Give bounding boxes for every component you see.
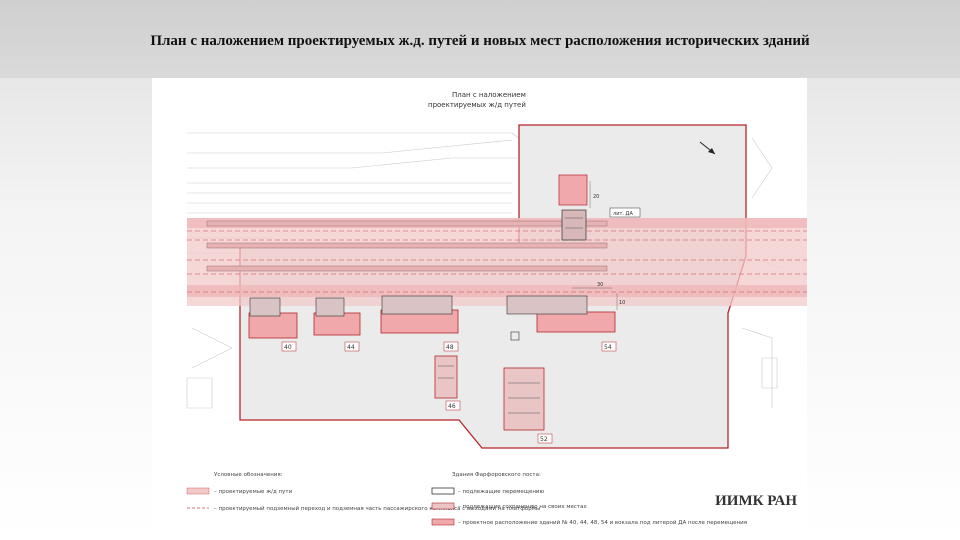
label-46: 46 xyxy=(448,403,456,410)
building-54 xyxy=(536,311,616,333)
slide-title: План с наложением проектируемых ж.д. пут… xyxy=(150,33,810,49)
dimension-marks: 20 30 10 xyxy=(572,181,625,310)
station-building-lit-da: лит. ДА xyxy=(558,174,641,241)
north-arrow-icon xyxy=(699,141,716,155)
plan-heading-line2: проектируемых ж/д путей xyxy=(428,101,526,109)
relocated-buildings xyxy=(248,295,616,341)
label-40: 40 xyxy=(284,344,292,351)
site-plan-svg: лит. ДА 40 44 xyxy=(186,91,807,526)
label-52: 52 xyxy=(540,436,548,443)
platforms xyxy=(206,220,608,272)
track-dashed-lines xyxy=(187,230,807,293)
building-52 xyxy=(503,367,545,431)
legend-item-underpass: – проектируемый подземный переход и подз… xyxy=(214,505,540,512)
track-band-2 xyxy=(187,285,807,297)
legend-item-new-positions: – проектное расположение зданий № 40, 44… xyxy=(458,519,747,526)
plan-heading-line1: План с наложением xyxy=(452,91,526,99)
org-label: ИИМК РАН xyxy=(715,493,797,509)
building-46 xyxy=(434,355,458,399)
legend-item-to-move: – подлежащие перемещению xyxy=(458,489,544,495)
legend-item-tracks: – проектируемые ж/д пути xyxy=(214,489,293,495)
legend: Условные обозначения: – проектируемые ж/… xyxy=(186,472,747,526)
label-44: 44 xyxy=(347,344,355,351)
site-plan-drawing: лит. ДА 40 44 xyxy=(152,78,807,540)
dimension-30: 30 xyxy=(597,282,603,288)
station-label: лит. ДА xyxy=(613,211,633,217)
label-54: 54 xyxy=(604,344,612,351)
building-number-tags: 40 44 48 46 52 54 xyxy=(281,341,617,444)
label-48: 48 xyxy=(446,344,454,351)
legend-right-title: Здания Фарфоровского поста: xyxy=(452,472,541,478)
legend-left-title: Условные обозначения: xyxy=(214,472,283,478)
dimension-20: 20 xyxy=(593,194,599,200)
dimension-10: 10 xyxy=(619,300,625,306)
preserved-buildings xyxy=(434,355,545,431)
header-band xyxy=(0,0,960,78)
building-40 xyxy=(248,312,298,339)
legend-item-preserved: – подлежащие сохранению на своих местах xyxy=(458,504,587,510)
